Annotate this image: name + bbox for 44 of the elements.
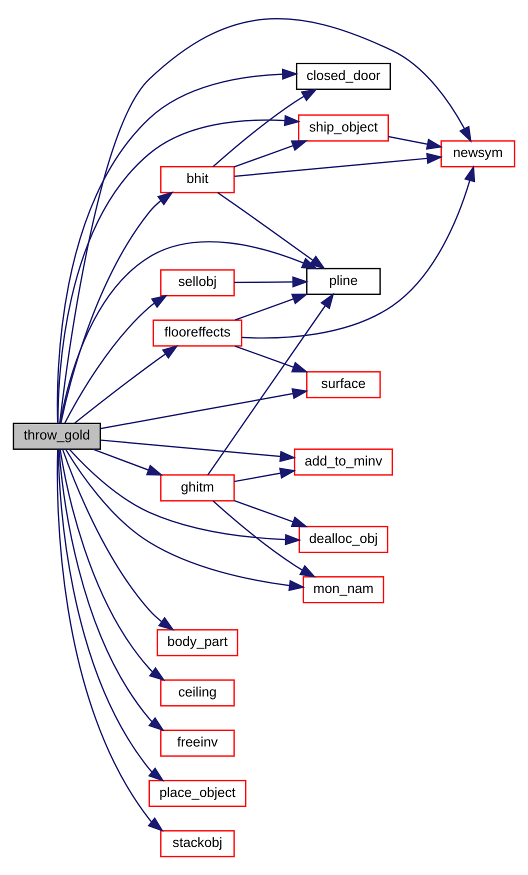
arrow [58, 450, 165, 732]
arrow [60, 191, 174, 424]
arrow [234, 276, 309, 288]
node-box: stackobj [160, 830, 235, 858]
node-box: ship_object [298, 114, 389, 142]
arrow [100, 388, 309, 430]
arrow [234, 140, 308, 168]
node-box: surface [306, 371, 381, 398]
arrow [62, 449, 175, 631]
arrow [64, 294, 168, 424]
arrow [234, 468, 296, 482]
arrow [92, 448, 164, 476]
node-box: throw_gold [12, 422, 102, 450]
node-box: flooreffects [152, 319, 242, 347]
arrow [234, 152, 443, 177]
node-box: ghitm [160, 474, 235, 502]
node-box: dealloc_obj [298, 526, 388, 554]
arrow [242, 165, 476, 339]
arrow [388, 136, 443, 150]
node-box: sellobj [160, 269, 235, 296]
node-box: add_to_minv [294, 448, 393, 476]
arrow [207, 292, 334, 476]
node-box: newsym [440, 140, 516, 168]
arrow [234, 500, 308, 528]
arrow [74, 344, 178, 424]
node-box: closed_door [296, 62, 391, 90]
node-box: body_part [156, 629, 238, 656]
arrow [212, 88, 318, 168]
arrow [234, 294, 308, 321]
arrow [212, 500, 316, 578]
arrow [59, 18, 472, 424]
arrow [60, 241, 318, 424]
arrow [59, 449, 166, 682]
arrow [69, 449, 302, 546]
node-box: ceiling [160, 679, 235, 706]
node-box: mon_nam [302, 576, 384, 604]
arrow [100, 439, 296, 462]
node-box: place_object [148, 780, 246, 807]
node-box: bhit [160, 166, 235, 194]
node-box: freeinv [160, 730, 235, 757]
arrow [65, 448, 306, 592]
node-box: pline [306, 268, 381, 296]
arrow [217, 192, 326, 270]
arrow [234, 345, 308, 373]
